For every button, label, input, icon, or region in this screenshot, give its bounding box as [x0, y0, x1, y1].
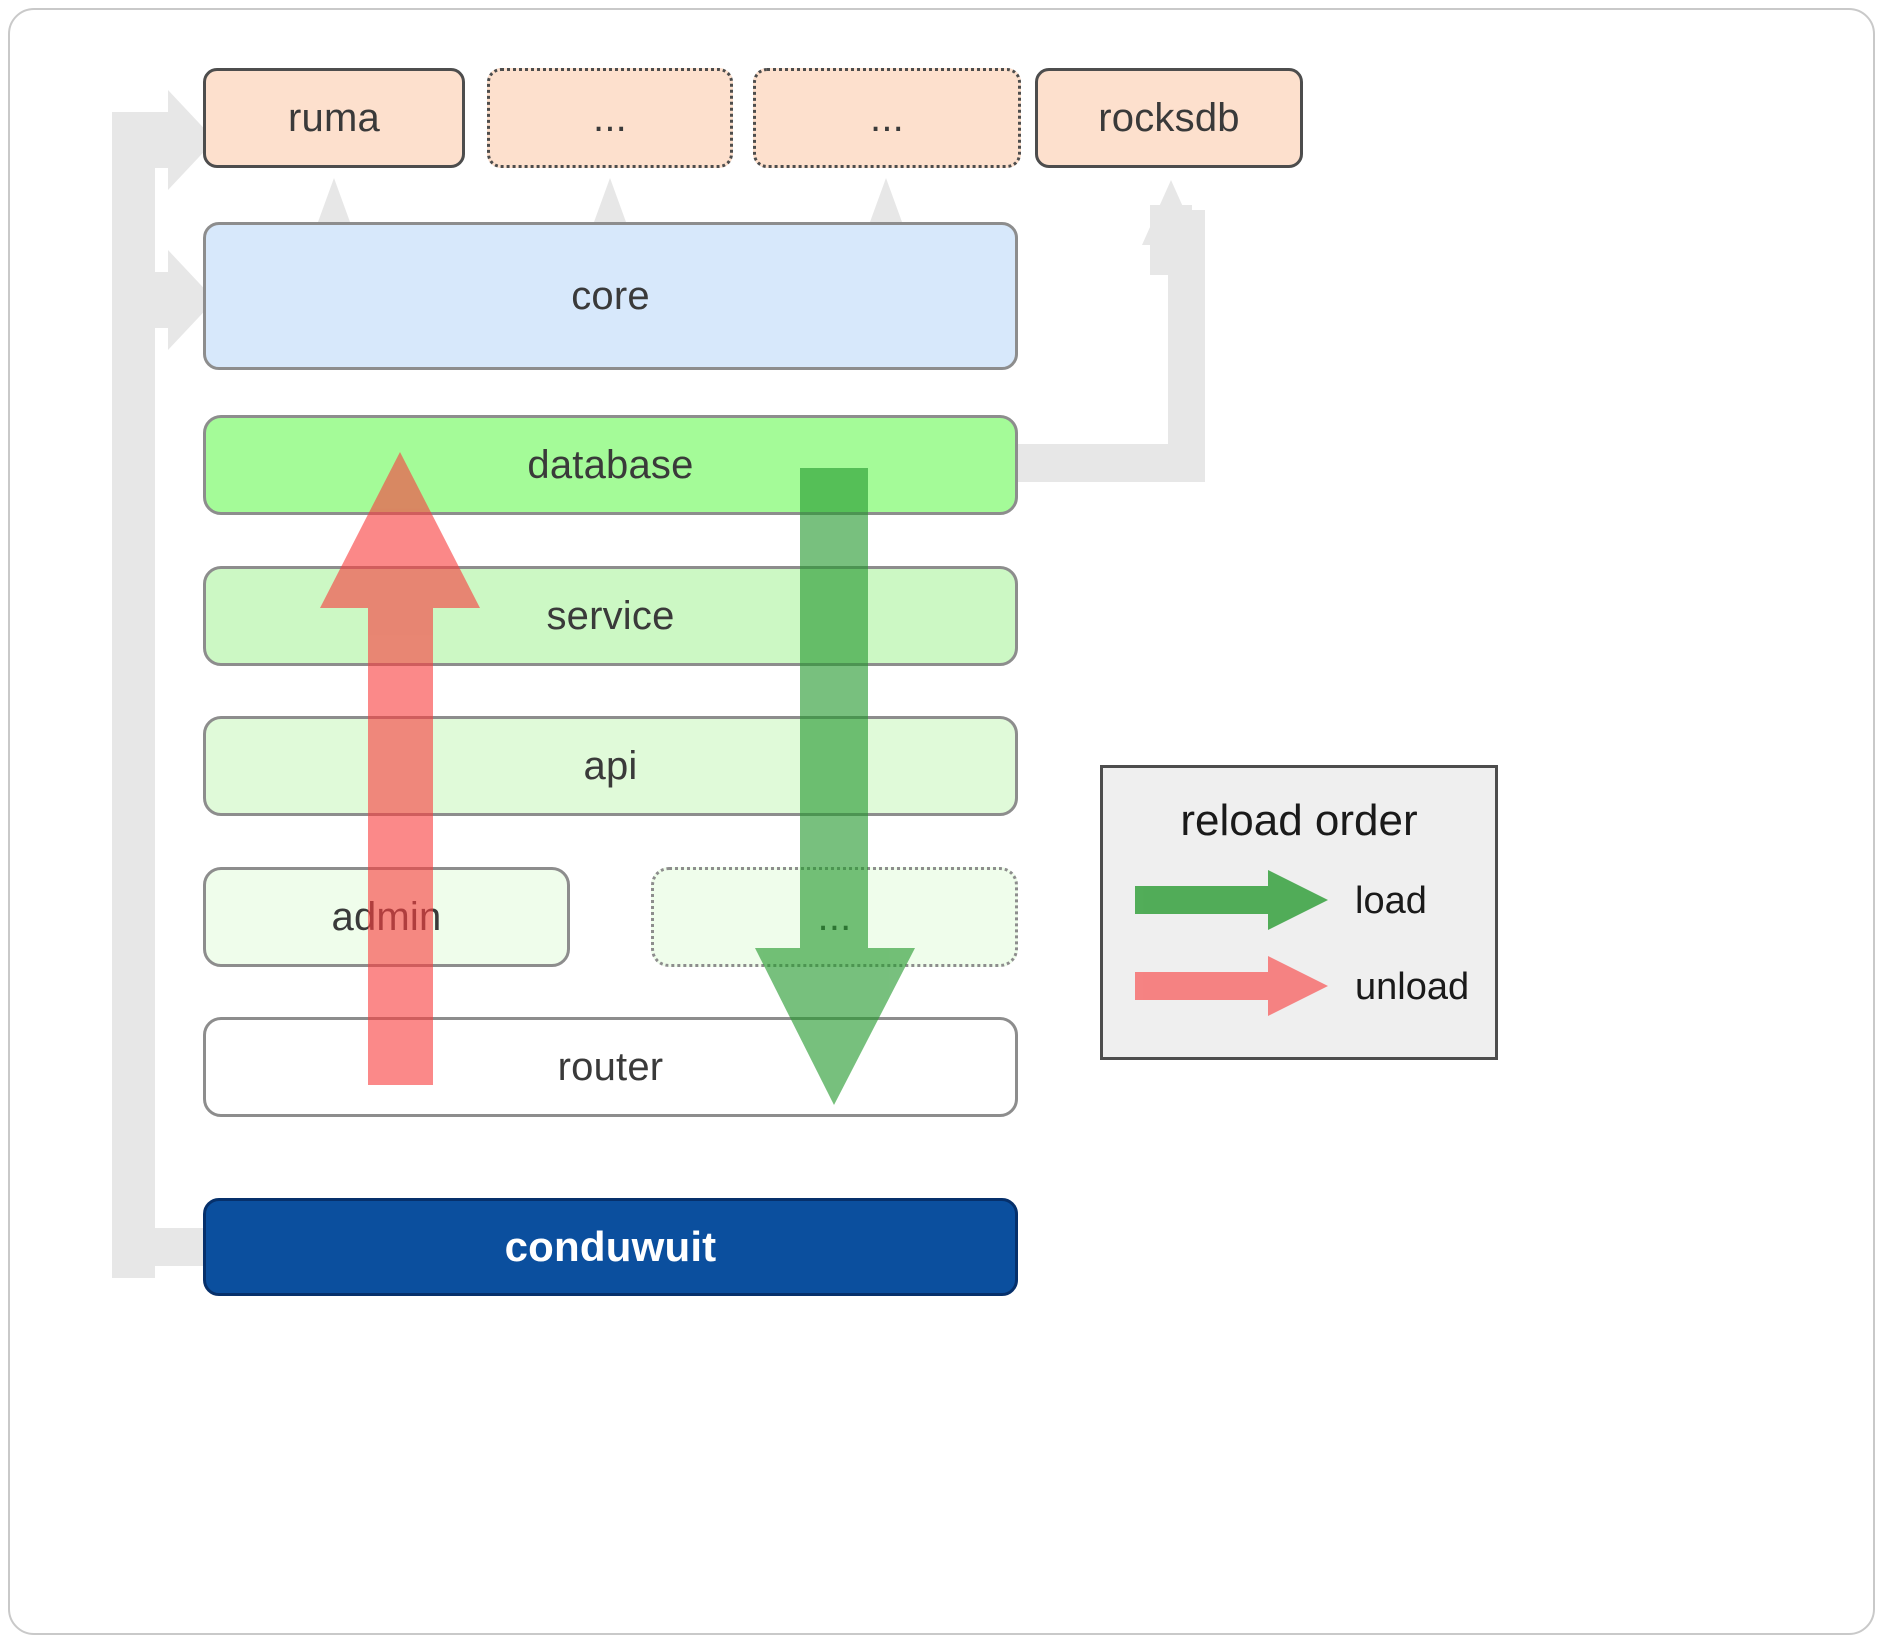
legend-label-load: load: [1355, 880, 1427, 922]
dependency-box-ellipsis-1[interactable]: ...: [487, 68, 733, 168]
layer-box-ellipsis[interactable]: ...: [651, 867, 1018, 967]
layer-box-label: service: [546, 593, 675, 638]
dependency-box-label: rocksdb: [1098, 95, 1240, 140]
dependency-box-label: ...: [870, 95, 904, 140]
layer-box-database[interactable]: database: [203, 415, 1018, 515]
root-box-conduwuit[interactable]: conduwuit: [203, 1198, 1018, 1296]
dependency-box-rocksdb[interactable]: rocksdb: [1035, 68, 1303, 168]
legend-label-unload: unload: [1355, 966, 1470, 1008]
load-arrow-icon: [1135, 870, 1328, 930]
core-box[interactable]: core: [203, 222, 1018, 370]
layer-box-label: api: [583, 743, 638, 788]
layer-box-label: admin: [331, 894, 442, 939]
unload-arrow-icon: [1135, 956, 1328, 1016]
core-box-label: core: [571, 273, 650, 318]
dependency-box-ruma[interactable]: ruma: [203, 68, 465, 168]
root-box-label: conduwuit: [504, 1223, 717, 1270]
layer-box-api[interactable]: api: [203, 716, 1018, 816]
layer-box-label: ...: [817, 894, 852, 939]
layer-box-label: database: [527, 442, 694, 487]
dependency-box-label: ruma: [288, 95, 380, 140]
legend-panel: reload order load unload: [1100, 765, 1498, 1060]
layer-box-label: router: [557, 1044, 664, 1089]
layer-box-service[interactable]: service: [203, 566, 1018, 666]
legend-title: reload order: [1180, 796, 1418, 845]
dependency-box-label: ...: [593, 95, 627, 140]
layer-box-admin[interactable]: admin: [203, 867, 570, 967]
layer-box-router[interactable]: router: [203, 1017, 1018, 1117]
dependency-box-ellipsis-2[interactable]: ...: [753, 68, 1021, 168]
legend-arrow-icons: [1135, 870, 1328, 1016]
